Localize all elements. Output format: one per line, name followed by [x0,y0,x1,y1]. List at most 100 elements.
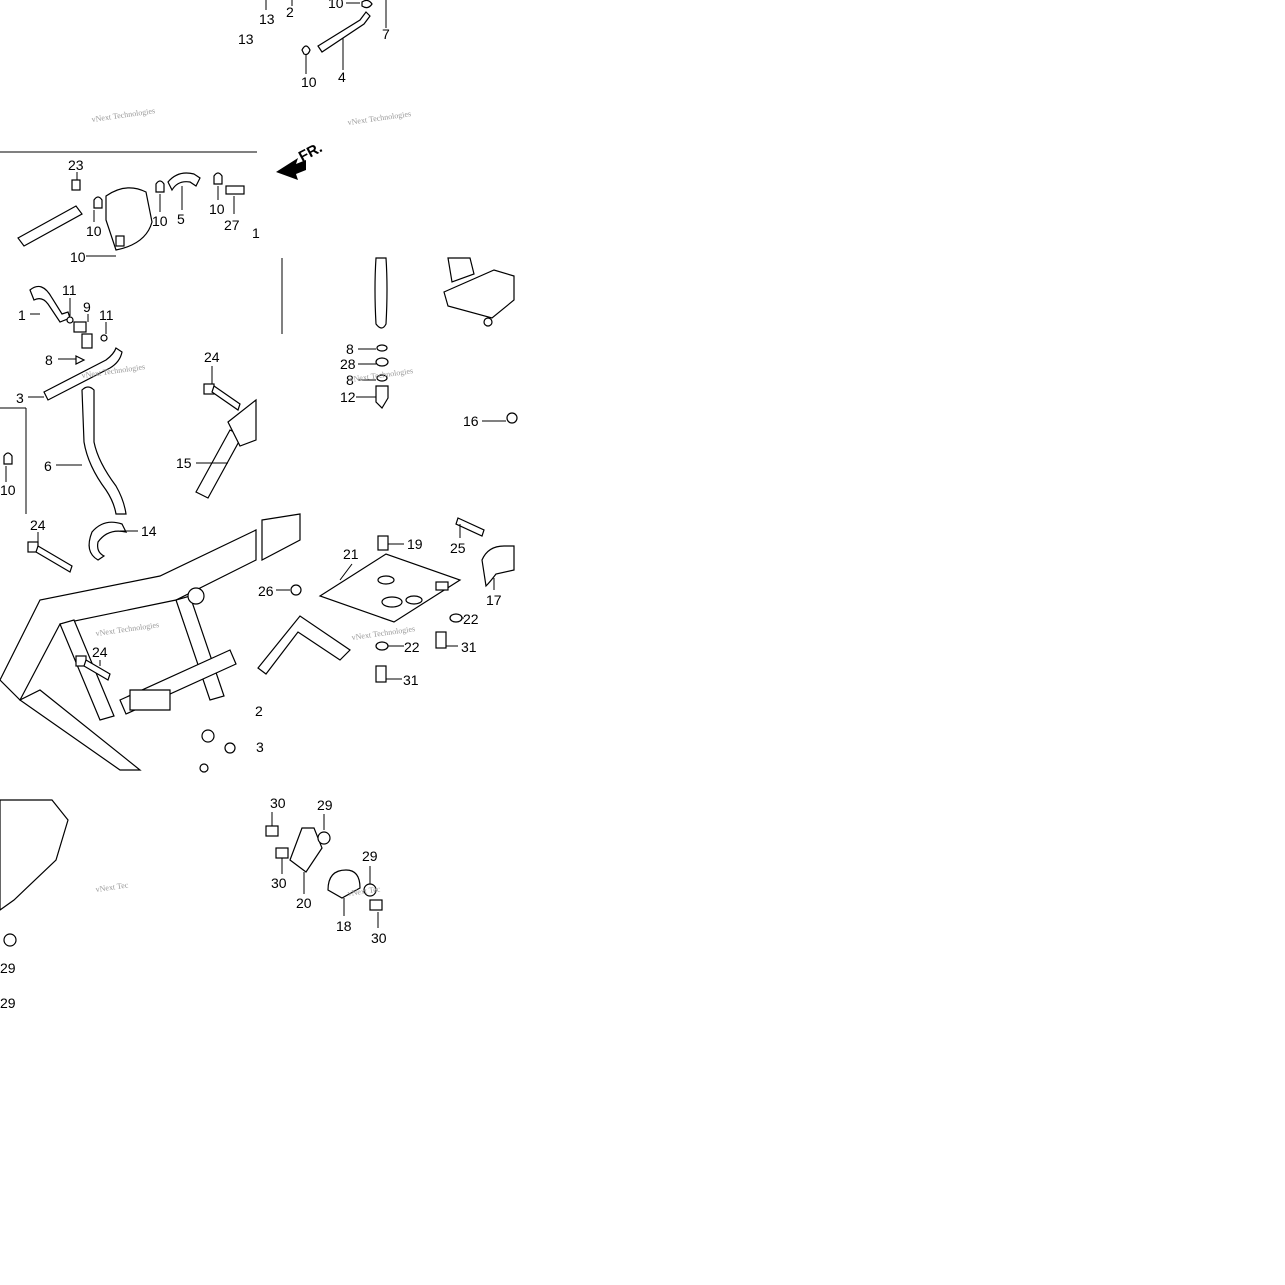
callout-11: 11 [99,307,114,323]
clip-8 [376,374,388,382]
bracket-20 [289,827,323,873]
band-14 [88,521,128,561]
callout-30: 30 [271,875,287,891]
washer-28 [375,357,389,367]
frame-lower-rail [18,689,142,771]
bolt-30 [265,825,279,837]
plate-grommet [381,596,403,608]
callout-28: 28 [340,356,356,372]
callout-2: 2 [255,703,263,719]
bolt-31 [375,665,387,683]
hose-part [17,205,83,247]
frame-main-rail [0,529,257,702]
bolt-25 [455,517,485,537]
callout-8: 8 [346,372,354,388]
nut-part [199,763,209,773]
callout-15: 15 [176,455,192,471]
frame-member [447,257,475,283]
plate-grommet [377,575,395,585]
callout-5: 5 [177,211,185,227]
bolt-shaft [83,659,111,681]
callout-8: 8 [346,341,354,357]
front-direction-label: FR. [296,139,325,165]
bolt-27 [225,185,245,195]
callout-26: 26 [258,583,274,599]
callout-10: 10 [328,0,344,11]
watermark: vNext Tec [95,880,129,894]
nut-part [224,742,236,754]
frame-bushing [187,587,205,605]
callout-22: 22 [463,611,479,627]
plug-26 [290,584,302,596]
callout-20: 20 [296,895,312,911]
joint-9 [73,321,87,333]
nut-22 [375,641,389,651]
callout-10: 10 [209,201,225,217]
callout-2: 2 [286,4,294,20]
joint-part [81,333,93,349]
callout-6: 6 [44,458,52,474]
frame-cross-member [59,619,115,721]
hose-5 [167,172,201,192]
callout-10: 10 [152,213,168,229]
bolt-30 [369,899,383,911]
bolt-shaft [211,385,241,411]
callout-22: 22 [404,639,420,655]
front-arrow-icon [276,158,306,180]
callout-3: 3 [256,739,264,755]
callout-10: 10 [0,482,16,498]
callout-18: 18 [336,918,352,934]
callout-29: 29 [317,797,333,813]
callout-8: 8 [45,352,53,368]
frame-member [227,398,257,447]
fitting-12 [375,385,389,409]
callout-24: 24 [92,644,108,660]
callout-3: 3 [16,390,24,406]
plate-grommet [405,595,423,605]
callout-29: 29 [362,848,378,864]
watermark: vNext Technologies [91,106,156,124]
callout-23: 23 [68,157,84,173]
frame-rear-section [0,799,69,911]
clip-10 [93,196,103,209]
bolt-30 [275,847,289,859]
clip-11 [100,334,108,342]
frame-member [443,269,515,319]
frame-bushing [483,317,493,327]
nut-29 [317,831,331,845]
nut-22 [449,613,463,623]
callout-29: 29 [0,995,16,1011]
frame-bushing [201,729,215,743]
bolt-16 [506,412,518,424]
callout-31: 31 [461,639,477,655]
callout-13: 13 [238,31,254,47]
callout-4: 4 [338,69,346,85]
callout-9: 9 [83,299,91,315]
skid-plate-21 [318,553,462,623]
frame-mount [129,689,171,711]
callout-7: 7 [382,26,390,42]
nut-part [435,581,449,591]
callout-10: 10 [301,74,317,90]
callout-13: 13 [259,11,275,27]
cap-19 [377,535,389,551]
callout-10: 10 [86,223,102,239]
clip-11 [66,316,74,324]
clip-10 [213,172,223,185]
clip-10 [155,180,165,193]
bolt-23 [71,179,81,191]
bracket-triangle [257,615,351,675]
callout-19: 19 [407,536,423,552]
callout-1: 1 [252,225,260,241]
callout-30: 30 [371,930,387,946]
callout-30: 30 [270,795,286,811]
callout-25: 25 [450,540,466,556]
clip-part [361,0,373,9]
clip-part [301,45,311,56]
callout-12: 12 [340,389,356,405]
callout-29: 29 [0,960,16,976]
callout-31: 31 [403,672,419,688]
callout-21: 21 [343,546,359,562]
